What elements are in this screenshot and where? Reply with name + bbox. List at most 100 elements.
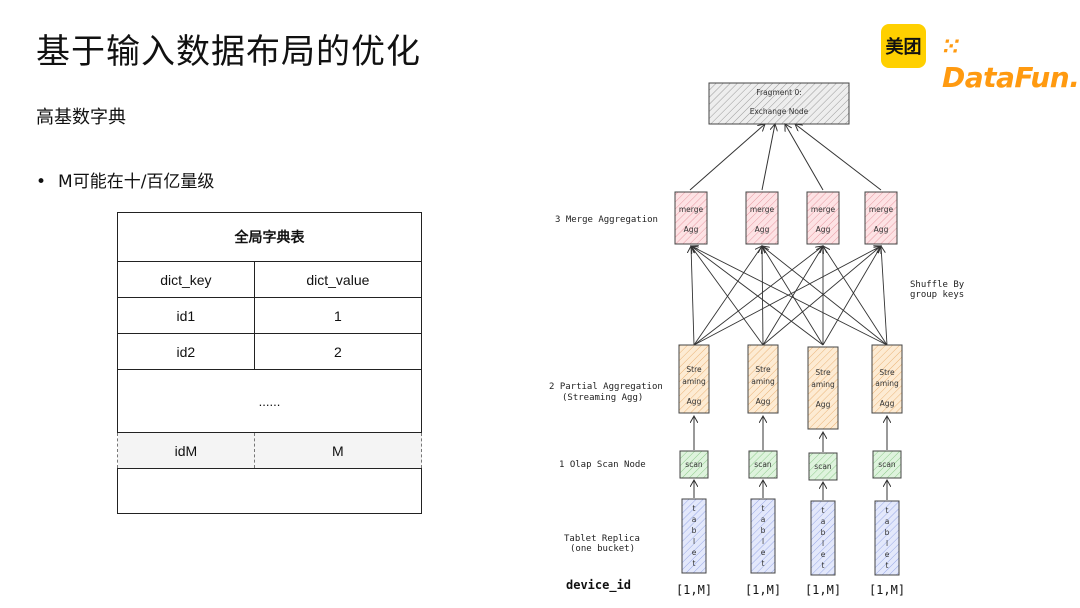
svg-text:a: a [761, 515, 766, 524]
range-label: [1,M] [745, 583, 781, 597]
shuffle-label: Shuffle By [910, 280, 965, 290]
svg-text:merge: merge [750, 205, 775, 214]
dict-table-title: 全局字典表 [117, 212, 422, 262]
range-label: [1,M] [676, 583, 712, 597]
svg-text:t: t [822, 506, 825, 515]
bullet-text: M可能在十/百亿量级 [58, 172, 215, 192]
svg-text:aming: aming [682, 377, 706, 386]
bullet-item: • M可能在十/百亿量级 [36, 167, 214, 192]
page-subtitle: 高基数字典 [36, 107, 126, 128]
exchange-node-label: Exchange Node [750, 107, 809, 116]
shuffle-edges [691, 246, 888, 346]
tablet-box: t a b l e t [874, 500, 900, 576]
svg-text:Stre: Stre [755, 365, 771, 374]
svg-text:l: l [762, 537, 764, 546]
merge-agg-box: merge Agg [806, 191, 840, 245]
tablet-box: t a b l e t [750, 498, 776, 574]
layer-label-partial-sub: (Streaming Agg) [562, 393, 643, 403]
merge-agg-box: merge Agg [674, 191, 708, 245]
layer-label-tablet-sub: (one bucket) [570, 544, 635, 554]
edge [761, 124, 775, 191]
svg-text:l: l [886, 539, 888, 548]
global-dict-table: 全局字典表 dict_key dict_value id1 1 id2 2 ..… [117, 212, 423, 514]
svg-text:t: t [762, 559, 765, 568]
tablet-box: t a b l e t [810, 500, 836, 576]
dict-cell: id1 [117, 297, 255, 334]
page-title: 基于输入数据布局的优化 [36, 32, 421, 72]
layer-label-tablet: Tablet Replica [564, 534, 640, 544]
svg-text:scan: scan [685, 460, 703, 469]
scan-box: scan [808, 452, 838, 481]
svg-text:Stre: Stre [879, 368, 895, 377]
svg-text:aming: aming [811, 380, 835, 389]
streaming-agg-box: Stre aming Agg [747, 344, 779, 414]
svg-text:b: b [821, 528, 826, 537]
merge-agg-box: merge Agg [864, 191, 898, 245]
svg-text:scan: scan [814, 462, 832, 471]
exchange-node-box [708, 82, 850, 125]
svg-text:t: t [693, 504, 696, 513]
dict-empty-row [117, 468, 422, 514]
scan-box: scan [679, 450, 709, 479]
streaming-agg-box: Stre aming Agg [678, 344, 710, 414]
svg-text:e: e [692, 548, 697, 557]
svg-text:t: t [886, 506, 889, 515]
svg-text:a: a [821, 517, 826, 526]
svg-text:merge: merge [679, 205, 704, 214]
svg-text:aming: aming [875, 379, 899, 388]
svg-text:Agg: Agg [756, 397, 771, 406]
dict-cell: id2 [117, 333, 255, 370]
tablet-box: t a b l e t [681, 498, 707, 574]
streaming-agg-box: Stre aming Agg [807, 346, 839, 430]
svg-text:t: t [886, 561, 889, 570]
datafun-dots-icon: ⁙ [942, 35, 960, 60]
svg-text:merge: merge [811, 205, 836, 214]
svg-text:b: b [692, 526, 697, 535]
dict-cell: idM [117, 432, 255, 469]
svg-text:merge: merge [869, 205, 894, 214]
svg-text:scan: scan [754, 460, 772, 469]
svg-text:Agg: Agg [816, 225, 831, 234]
streaming-agg-box: Stre aming Agg [871, 344, 903, 414]
range-label: [1,M] [869, 583, 905, 597]
svg-text:t: t [693, 559, 696, 568]
layer-label-merge: 3 Merge Aggregation [555, 215, 658, 225]
layer-label-partial: 2 Partial Aggregation [549, 382, 663, 392]
shuffle-label-sub: group keys [910, 290, 964, 300]
merge-agg-box: merge Agg [745, 191, 779, 245]
edge [689, 124, 765, 191]
dict-cell: M [253, 432, 423, 469]
svg-text:Agg: Agg [874, 225, 889, 234]
svg-text:Agg: Agg [755, 225, 770, 234]
range-label: [1,M] [805, 583, 841, 597]
svg-text:Agg: Agg [816, 400, 831, 409]
svg-text:e: e [821, 550, 826, 559]
svg-text:b: b [761, 526, 766, 535]
svg-text:a: a [885, 517, 890, 526]
svg-text:Agg: Agg [684, 225, 699, 234]
svg-text:Agg: Agg [687, 397, 702, 406]
svg-text:Agg: Agg [880, 399, 895, 408]
svg-text:t: t [822, 561, 825, 570]
svg-text:aming: aming [751, 377, 775, 386]
bullet-dot-icon: • [36, 172, 47, 192]
scan-box: scan [748, 450, 778, 479]
svg-text:e: e [761, 548, 766, 557]
fragment-label: Fragment 0: [756, 88, 802, 97]
svg-text:b: b [885, 528, 890, 537]
edge [795, 124, 882, 191]
svg-text:Stre: Stre [686, 365, 702, 374]
device-id-label: device_id [566, 578, 631, 593]
edge [785, 124, 824, 191]
svg-text:l: l [693, 537, 695, 546]
svg-text:Stre: Stre [815, 368, 831, 377]
svg-text:t: t [762, 504, 765, 513]
scan-box: scan [872, 450, 902, 479]
svg-text:scan: scan [878, 460, 896, 469]
svg-text:l: l [822, 539, 824, 548]
meituan-logo: 美团 [881, 24, 926, 68]
dict-cell: 2 [253, 333, 423, 370]
datafun-logo: ⁙DataFun. [942, 28, 1080, 94]
layer-label-scan: 1 Olap Scan Node [559, 460, 646, 470]
